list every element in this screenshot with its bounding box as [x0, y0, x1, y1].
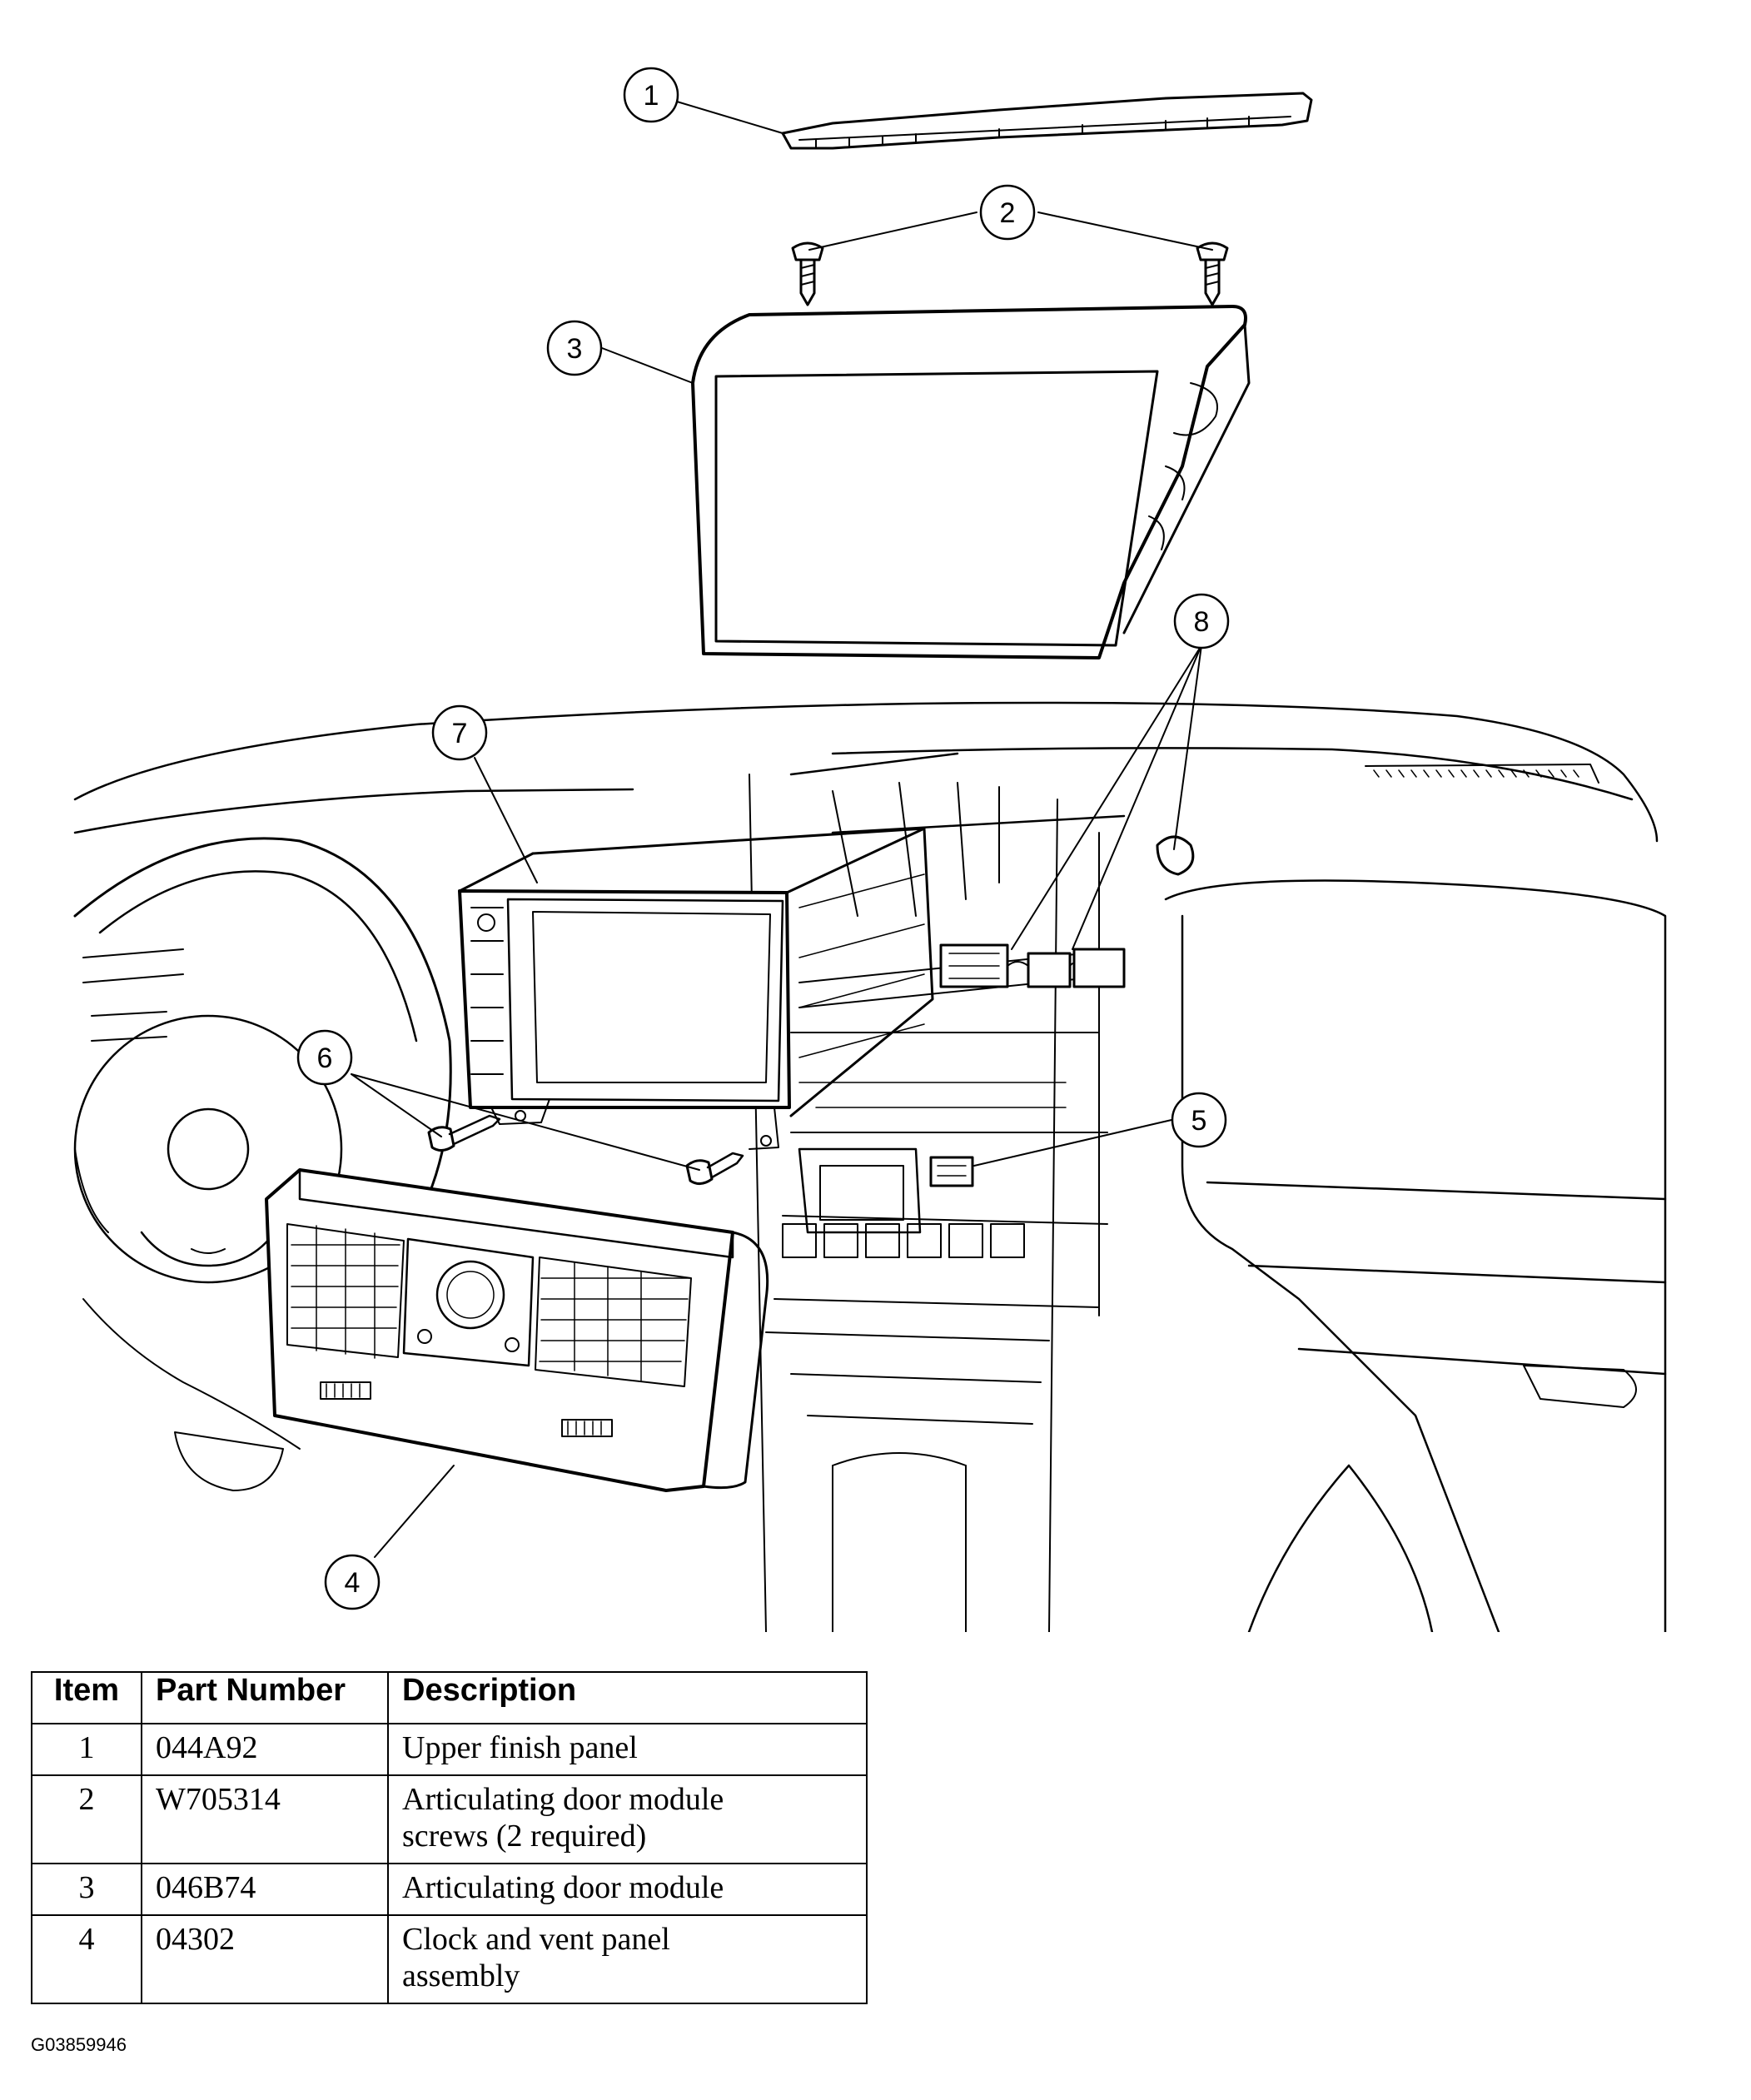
instrument-panel: [73, 701, 1667, 1632]
description-cell: Upper finish panel: [387, 1723, 868, 1776]
clock-vent-panel-assembly: [265, 1168, 769, 1492]
svg-text:7: 7: [452, 718, 468, 749]
part-number-cell: 04302: [141, 1914, 389, 2004]
callout-2: 2: [979, 184, 1036, 241]
description-cell: Articulating door module: [387, 1863, 868, 1916]
leader-lines: [351, 101, 1213, 1558]
callout-5: 5: [1171, 1092, 1227, 1148]
description-text: Articulating door module screws (2 requi…: [402, 1782, 724, 1854]
description-column-header: Description: [387, 1671, 868, 1724]
svg-text:4: 4: [345, 1567, 361, 1599]
part-number-cell: 046B74: [141, 1863, 389, 1916]
description-cell: Clock and vent panel assembly: [387, 1914, 868, 2004]
part-number-cell: W705314: [141, 1774, 389, 1864]
radio-navigation-unit: [458, 827, 934, 1150]
part-number-column-header: Part Number: [141, 1671, 389, 1724]
item-column-header: Item: [31, 1671, 142, 1724]
wiring-connectors: [939, 835, 1195, 988]
callout-1: 1: [623, 67, 679, 123]
callout-4: 4: [324, 1554, 381, 1610]
svg-text:2: 2: [1000, 197, 1016, 229]
callout-8: 8: [1173, 593, 1230, 649]
articulating-door-module: [691, 305, 1251, 659]
exploded-view-diagram: 1 2 3 4 5 6 7 8: [73, 67, 1667, 1632]
item-cell: 2: [31, 1774, 142, 1864]
harness-connector: [798, 1147, 974, 1234]
table-header-row: Item Part Number Description: [31, 1671, 868, 1724]
svg-text:5: 5: [1191, 1105, 1207, 1137]
part-number-cell: 044A92: [141, 1723, 389, 1776]
upper-finish-panel: [781, 92, 1313, 150]
svg-text:8: 8: [1194, 606, 1210, 638]
table-row: 1 044A92 Upper finish panel: [31, 1723, 868, 1776]
callout-6: 6: [296, 1029, 353, 1086]
door-module-screw-right: [1196, 241, 1229, 306]
svg-text:1: 1: [644, 80, 659, 112]
parts-table: Item Part Number Description 1 044A92 Up…: [31, 1671, 868, 2004]
table-row: 3 046B74 Articulating door module: [31, 1863, 868, 1916]
table-row: 2 W705314 Articulating door module screw…: [31, 1774, 868, 1864]
table-row: 4 04302 Clock and vent panel assembly: [31, 1914, 868, 2004]
svg-text:6: 6: [317, 1043, 333, 1074]
description-cell: Articulating door module screws (2 requi…: [387, 1774, 868, 1864]
door-module-screw-left: [791, 241, 824, 306]
description-text: Clock and vent panel assembly: [402, 1922, 670, 1993]
item-cell: 3: [31, 1863, 142, 1916]
svg-text:3: 3: [567, 333, 583, 365]
figure-id: G03859946: [31, 2034, 127, 2055]
item-cell: 1: [31, 1723, 142, 1776]
radio-screw-left: [427, 1114, 501, 1152]
callout-3: 3: [546, 320, 603, 376]
callout-7: 7: [431, 704, 488, 761]
radio-screw-right: [685, 1152, 744, 1185]
item-cell: 4: [31, 1914, 142, 2004]
